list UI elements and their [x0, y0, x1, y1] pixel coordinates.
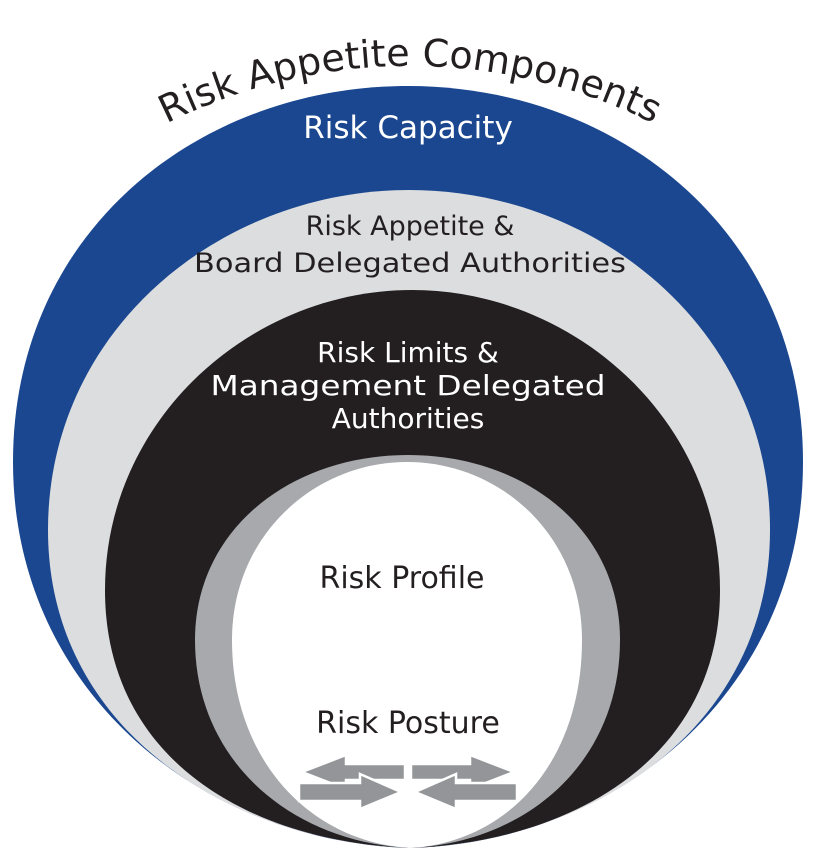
risk-posture-label: Risk Posture [316, 706, 500, 741]
posture-arrows [297, 753, 519, 811]
risk-capacity-label: Risk Capacity [303, 110, 513, 146]
risk-profile-label: Risk Profile [320, 561, 485, 596]
arrow-right-icon [297, 772, 405, 811]
risk-limits-label-line1: Risk Limits & [317, 336, 499, 369]
arrow-left-icon [411, 772, 519, 811]
risk-appetite-label-line1: Risk Appetite & [306, 211, 515, 242]
risk-appetite-label-line2: Board Delegated Authorities [194, 248, 626, 279]
risk-limits-label-line2: Management Delegated [211, 369, 606, 402]
risk-limits-label-line3: Authorities [332, 402, 485, 435]
risk-profile-layer [232, 462, 582, 848]
